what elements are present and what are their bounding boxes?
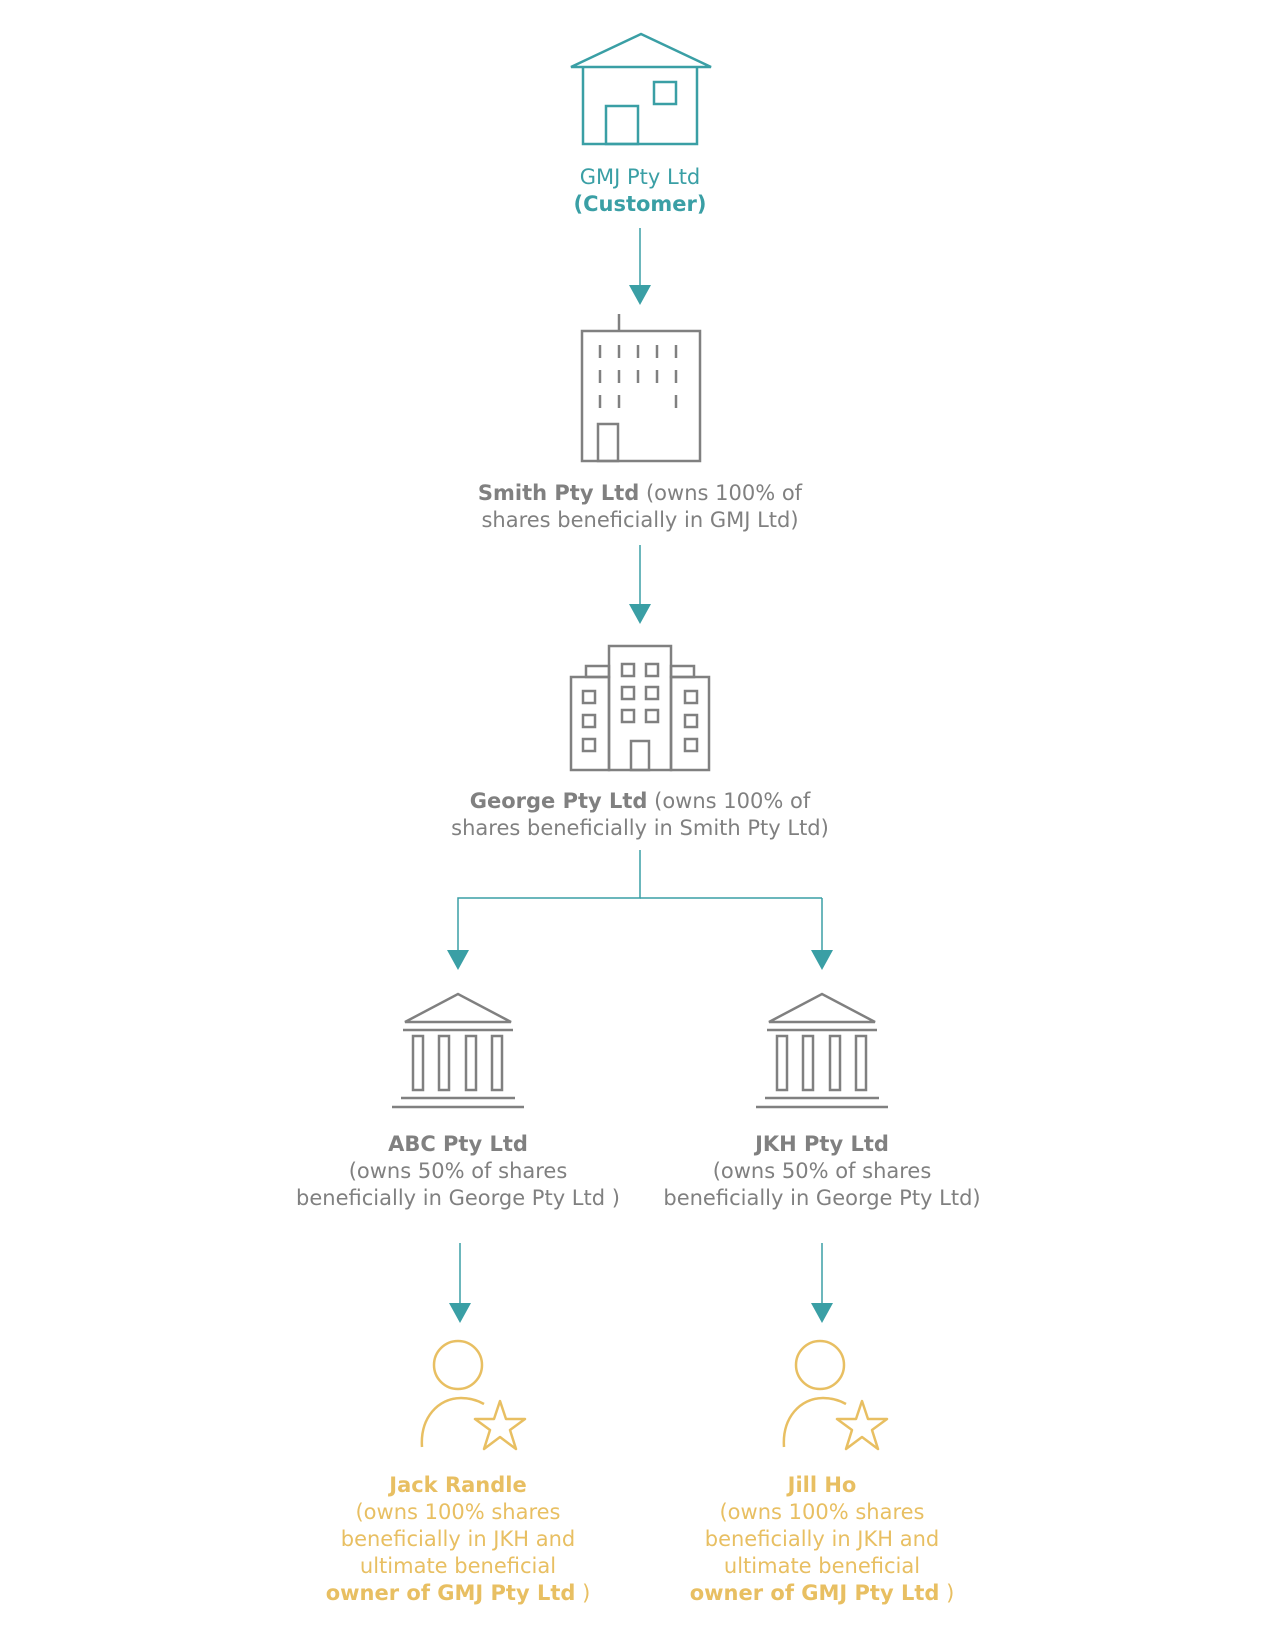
bank-columns-icon bbox=[756, 992, 888, 1109]
node-jkh-label: JKH Pty Ltd (owns 50% of shares benefici… bbox=[622, 1131, 1022, 1212]
node-jack-line5: owner of GMJ Pty Ltd ) bbox=[325, 1581, 591, 1605]
node-abc-label: ABC Pty Ltd (owns 50% of shares benefici… bbox=[258, 1131, 658, 1212]
node-gmj-role: (Customer) bbox=[573, 192, 707, 216]
node-smith-line2: shares beneficially in GMJ Ltd) bbox=[481, 508, 799, 532]
node-abc-line2: (owns 50% of shares bbox=[348, 1159, 568, 1183]
node-george-label: George Pty Ltd (owns 100% of shares bene… bbox=[390, 788, 890, 842]
node-jill-line3: beneficially in JKH and bbox=[704, 1527, 940, 1551]
node-jkh-line3: beneficially in George Pty Ltd) bbox=[663, 1186, 981, 1210]
node-jill-line2: (owns 100% shares bbox=[719, 1500, 925, 1524]
connectors bbox=[447, 228, 833, 1323]
node-abc-name: ABC Pty Ltd bbox=[388, 1132, 528, 1156]
node-abc-line3: beneficially in George Pty Ltd ) bbox=[296, 1186, 620, 1210]
node-smith-label: Smith Pty Ltd (owns 100% of shares benef… bbox=[390, 480, 890, 534]
node-gmj-name: GMJ Pty Ltd bbox=[579, 165, 701, 189]
node-jill-label: Jill Ho (owns 100% shares beneficially i… bbox=[642, 1472, 1002, 1607]
connector-jkh-jill bbox=[811, 1243, 833, 1323]
connector-smith-george bbox=[629, 545, 651, 624]
connector-gmj-smith bbox=[629, 228, 651, 305]
node-jack-line4: ultimate beneficial bbox=[359, 1554, 557, 1578]
node-jill-name: Jill Ho bbox=[787, 1473, 857, 1497]
node-jill-line4: ultimate beneficial bbox=[723, 1554, 921, 1578]
node-gmj-label: GMJ Pty Ltd (Customer) bbox=[440, 164, 840, 218]
node-jill-line5: owner of GMJ Pty Ltd ) bbox=[689, 1581, 955, 1605]
connector-george-split bbox=[447, 850, 833, 970]
node-jack-line2: (owns 100% shares bbox=[355, 1500, 561, 1524]
node-jack-label: Jack Randle (owns 100% shares beneficial… bbox=[278, 1472, 638, 1607]
node-george-name: George Pty Ltd bbox=[469, 789, 648, 813]
node-jack-line3: beneficially in JKH and bbox=[340, 1527, 576, 1551]
office-buildings-icon bbox=[569, 644, 711, 772]
person-star-icon bbox=[782, 1339, 889, 1451]
node-jkh-line2: (owns 50% of shares bbox=[712, 1159, 932, 1183]
connector-abc-jack bbox=[449, 1243, 471, 1323]
node-jack-name: Jack Randle bbox=[389, 1473, 527, 1497]
node-george-line2: shares beneficially in Smith Pty Ltd) bbox=[451, 816, 829, 840]
node-smith-name: Smith Pty Ltd bbox=[477, 481, 640, 505]
node-george-line1: George Pty Ltd (owns 100% of bbox=[469, 789, 811, 813]
office-tower-icon bbox=[580, 314, 702, 463]
house-icon bbox=[570, 32, 712, 146]
person-star-icon bbox=[420, 1339, 527, 1451]
node-jkh-name: JKH Pty Ltd bbox=[755, 1132, 889, 1156]
node-smith-line1: Smith Pty Ltd (owns 100% of bbox=[477, 481, 803, 505]
bank-columns-icon bbox=[392, 992, 524, 1109]
